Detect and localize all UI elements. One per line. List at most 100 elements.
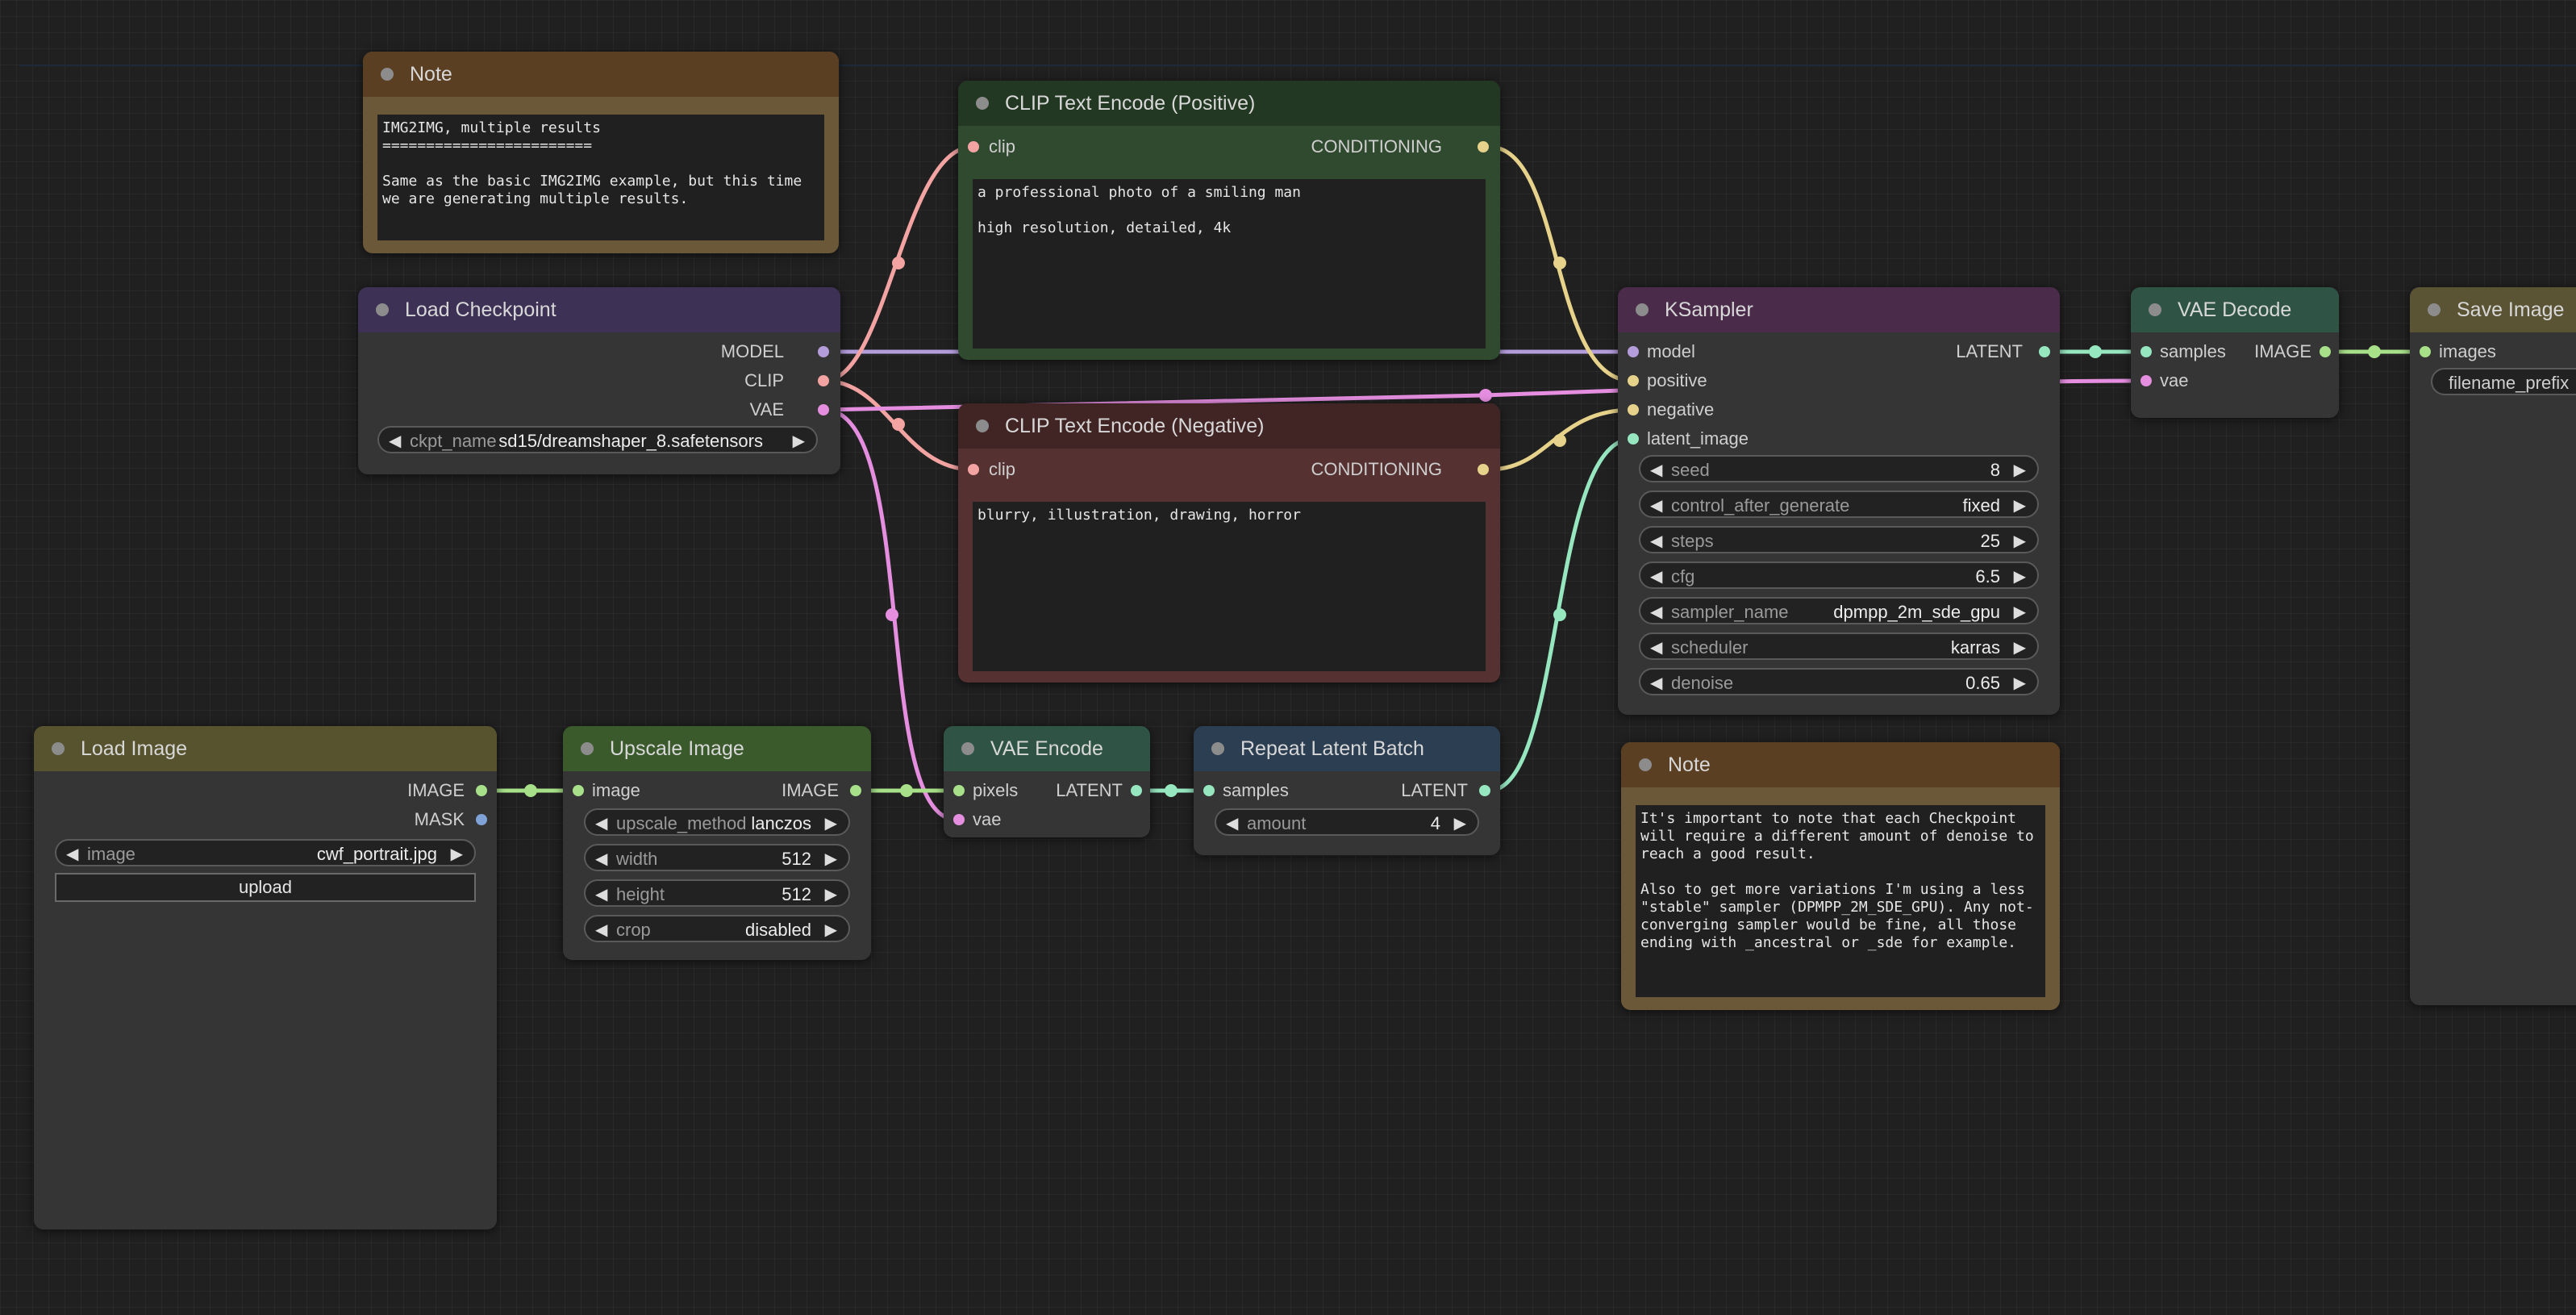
collapse-dot-icon[interactable] <box>381 68 394 81</box>
node-header[interactable]: Load Image <box>34 726 497 771</box>
output-vae: VAE <box>749 399 784 420</box>
node-header[interactable]: VAE Decode <box>2131 287 2339 332</box>
node-header[interactable]: Note <box>1621 742 2060 787</box>
input-slot-samples[interactable] <box>1203 785 1215 796</box>
output-slot-vae[interactable] <box>818 404 829 415</box>
collapse-dot-icon[interactable] <box>976 97 989 110</box>
input-slot-clip[interactable] <box>968 141 979 152</box>
input-slot-vae[interactable] <box>2140 375 2152 386</box>
node-header[interactable]: Repeat Latent Batch <box>1194 726 1500 771</box>
node-header[interactable]: Load Checkpoint <box>358 287 840 332</box>
output-slot-image[interactable] <box>850 785 861 796</box>
input-slot-pixels[interactable] <box>953 785 965 796</box>
output-conditioning: CONDITIONING <box>1311 459 1442 479</box>
node-header[interactable]: VAE Encode <box>944 726 1150 771</box>
collapse-dot-icon[interactable] <box>2149 303 2161 316</box>
collapse-dot-icon[interactable] <box>2428 303 2441 316</box>
output-slot-clip[interactable] <box>818 375 829 386</box>
collapse-dot-icon[interactable] <box>376 303 389 316</box>
node-title: VAE Decode <box>2178 298 2292 321</box>
ckpt-name-combo[interactable]: ◀ ckpt_name sd15/dreamshaper_8.safetenso… <box>377 426 818 453</box>
output-slot-model[interactable] <box>818 346 829 357</box>
node-title: Repeat Latent Batch <box>1240 737 1424 760</box>
input-slot-images[interactable] <box>2420 346 2431 357</box>
vae-encode-node[interactable]: VAE Encode pixels vae LATENT <box>944 726 1150 837</box>
upload-button[interactable]: upload <box>55 873 476 902</box>
ksampler-node[interactable]: KSampler model positive negative latent_… <box>1618 287 2060 715</box>
output-slot-latent[interactable] <box>1131 785 1142 796</box>
collapse-dot-icon[interactable] <box>1639 758 1652 771</box>
input-vae: vae <box>2160 370 2189 390</box>
output-clip: CLIP <box>744 370 784 390</box>
output-mask: MASK <box>414 809 465 829</box>
node-header[interactable]: CLIP Text Encode (Positive) <box>958 81 1500 126</box>
output-latent: LATENT <box>1056 780 1123 800</box>
note-node-top[interactable]: Note IMG2IMG, multiple results =========… <box>363 52 839 253</box>
collapse-dot-icon[interactable] <box>1636 303 1649 316</box>
clip-text-encode-negative-node[interactable]: CLIP Text Encode (Negative) clip CONDITI… <box>958 403 1500 683</box>
collapse-dot-icon[interactable] <box>581 742 594 755</box>
output-slot-latent[interactable] <box>1479 785 1490 796</box>
input-slot-vae[interactable] <box>953 814 965 825</box>
node-title: Save Image <box>2457 298 2565 321</box>
input-slot-samples[interactable] <box>2140 346 2152 357</box>
output-slot-image[interactable] <box>476 785 487 796</box>
collapse-dot-icon[interactable] <box>976 420 989 432</box>
node-title: Note <box>410 62 452 86</box>
output-slot-image[interactable] <box>2320 346 2331 357</box>
input-slot-negative[interactable] <box>1628 404 1639 415</box>
note-textarea[interactable]: IMG2IMG, multiple results ==============… <box>377 115 824 240</box>
node-title: CLIP Text Encode (Positive) <box>1005 91 1256 115</box>
upscale-image-node[interactable]: Upscale Image image IMAGE ◀upscale_metho… <box>563 726 871 960</box>
output-slot-conditioning[interactable] <box>1478 141 1489 152</box>
decrement-arrow-icon[interactable]: ◀ <box>389 432 402 450</box>
note-textarea[interactable]: It's important to note that each Checkpo… <box>1636 805 2045 997</box>
input-slot-latent-image[interactable] <box>1628 433 1639 445</box>
collapse-dot-icon[interactable] <box>52 742 65 755</box>
note-node-bottom[interactable]: Note It's important to note that each Ch… <box>1621 742 2060 1010</box>
node-header[interactable]: CLIP Text Encode (Negative) <box>958 403 1500 449</box>
repeat-latent-batch-node[interactable]: Repeat Latent Batch samples LATENT ◀amou… <box>1194 726 1500 855</box>
clip-text-encode-positive-node[interactable]: CLIP Text Encode (Positive) clip CONDITI… <box>958 81 1500 360</box>
vae-decode-node[interactable]: VAE Decode samples vae IMAGE <box>2131 287 2339 418</box>
load-checkpoint-node[interactable]: Load Checkpoint MODEL CLIP VAE ◀ ckpt_na… <box>358 287 840 474</box>
input-slot-clip[interactable] <box>968 464 979 475</box>
input-slot-image[interactable] <box>573 785 584 796</box>
node-header[interactable]: KSampler <box>1618 287 2060 332</box>
collapse-dot-icon[interactable] <box>961 742 974 755</box>
filename-prefix-widget[interactable]: filename_prefix <box>2431 368 2576 395</box>
node-header[interactable]: Note <box>363 52 839 97</box>
input-slot-model[interactable] <box>1628 346 1639 357</box>
collapse-dot-icon[interactable] <box>1211 742 1224 755</box>
output-slot-conditioning[interactable] <box>1478 464 1489 475</box>
input-model: model <box>1647 341 1695 361</box>
node-title: Load Image <box>81 737 188 760</box>
save-image-node[interactable]: Save Image images filename_prefix <box>2410 287 2576 1005</box>
positive-prompt-textarea[interactable]: a professional photo of a smiling man hi… <box>973 179 1486 349</box>
node-title: Upscale Image <box>610 737 744 760</box>
input-pixels: pixels <box>973 780 1019 800</box>
input-slot-positive[interactable] <box>1628 375 1639 386</box>
output-slot-latent[interactable] <box>2039 346 2050 357</box>
negative-prompt-textarea[interactable]: blurry, illustration, drawing, horror <box>973 502 1486 671</box>
input-clip: clip <box>989 459 1016 479</box>
node-header[interactable]: Upscale Image <box>563 726 871 771</box>
increment-arrow-icon[interactable]: ▶ <box>792 432 805 450</box>
node-header[interactable]: Save Image <box>2410 287 2576 332</box>
input-samples: samples <box>2160 341 2226 361</box>
output-slot-mask[interactable] <box>476 814 487 825</box>
